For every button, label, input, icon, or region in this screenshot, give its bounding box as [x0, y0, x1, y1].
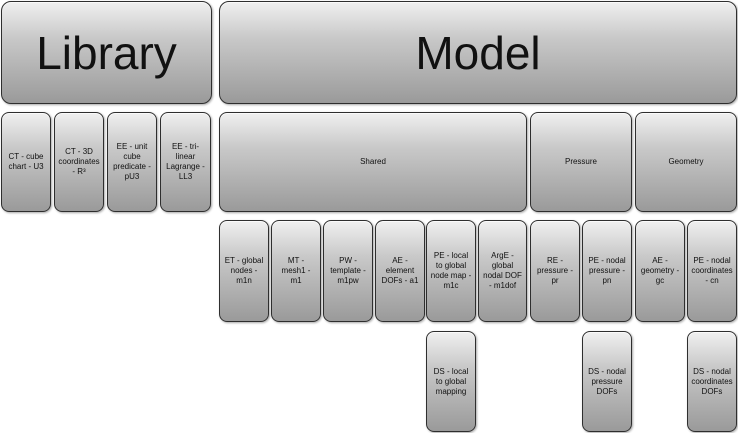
shared-item-mesh1[interactable]: MT - mesh1 - m1: [271, 220, 321, 322]
group-pressure[interactable]: Pressure: [530, 112, 632, 212]
library-item-3d-coordinates[interactable]: CT - 3D coordinates - R³: [54, 112, 104, 212]
shared-item-local-to-global-node-map[interactable]: PE - local to global node map - m1c: [426, 220, 476, 322]
data-source-nodal-pressure-dofs[interactable]: DS - nodal pressure DOFs: [582, 331, 632, 432]
pressure-item-nodal-pressure[interactable]: PE - nodal pressure - pn: [582, 220, 632, 322]
model-header[interactable]: Model: [219, 1, 737, 104]
shared-item-global-nodal-dof[interactable]: ArgE - global nodal DOF - m1dof: [478, 220, 527, 322]
library-item-cube-chart[interactable]: CT - cube chart - U3: [1, 112, 51, 212]
data-source-local-to-global-mapping[interactable]: DS - local to global mapping: [426, 331, 476, 432]
geometry-item-nodal-coordinates[interactable]: PE - nodal coordinates - cn: [687, 220, 737, 322]
data-source-nodal-coordinates-dofs[interactable]: DS - nodal coordinates DOFs: [687, 331, 737, 432]
shared-item-global-nodes[interactable]: ET - global nodes - m1n: [219, 220, 269, 322]
pressure-item-pressure[interactable]: RE - pressure - pr: [530, 220, 580, 322]
group-shared[interactable]: Shared: [219, 112, 527, 212]
group-geometry[interactable]: Geometry: [635, 112, 737, 212]
library-header[interactable]: Library: [1, 1, 212, 104]
shared-item-template[interactable]: PW - template - m1pw: [323, 220, 373, 322]
library-title: Library: [36, 26, 177, 79]
library-item-unit-cube-predicate[interactable]: EE - unit cube predicate - pU3: [107, 112, 157, 212]
geometry-item-geometry[interactable]: AE - geometry - gc: [635, 220, 685, 322]
model-title: Model: [415, 26, 541, 79]
shared-item-element-dofs[interactable]: AE - element DOFs - a1: [375, 220, 425, 322]
library-item-trilinear-lagrange[interactable]: EE - tri-linear Lagrange - LL3: [160, 112, 211, 212]
